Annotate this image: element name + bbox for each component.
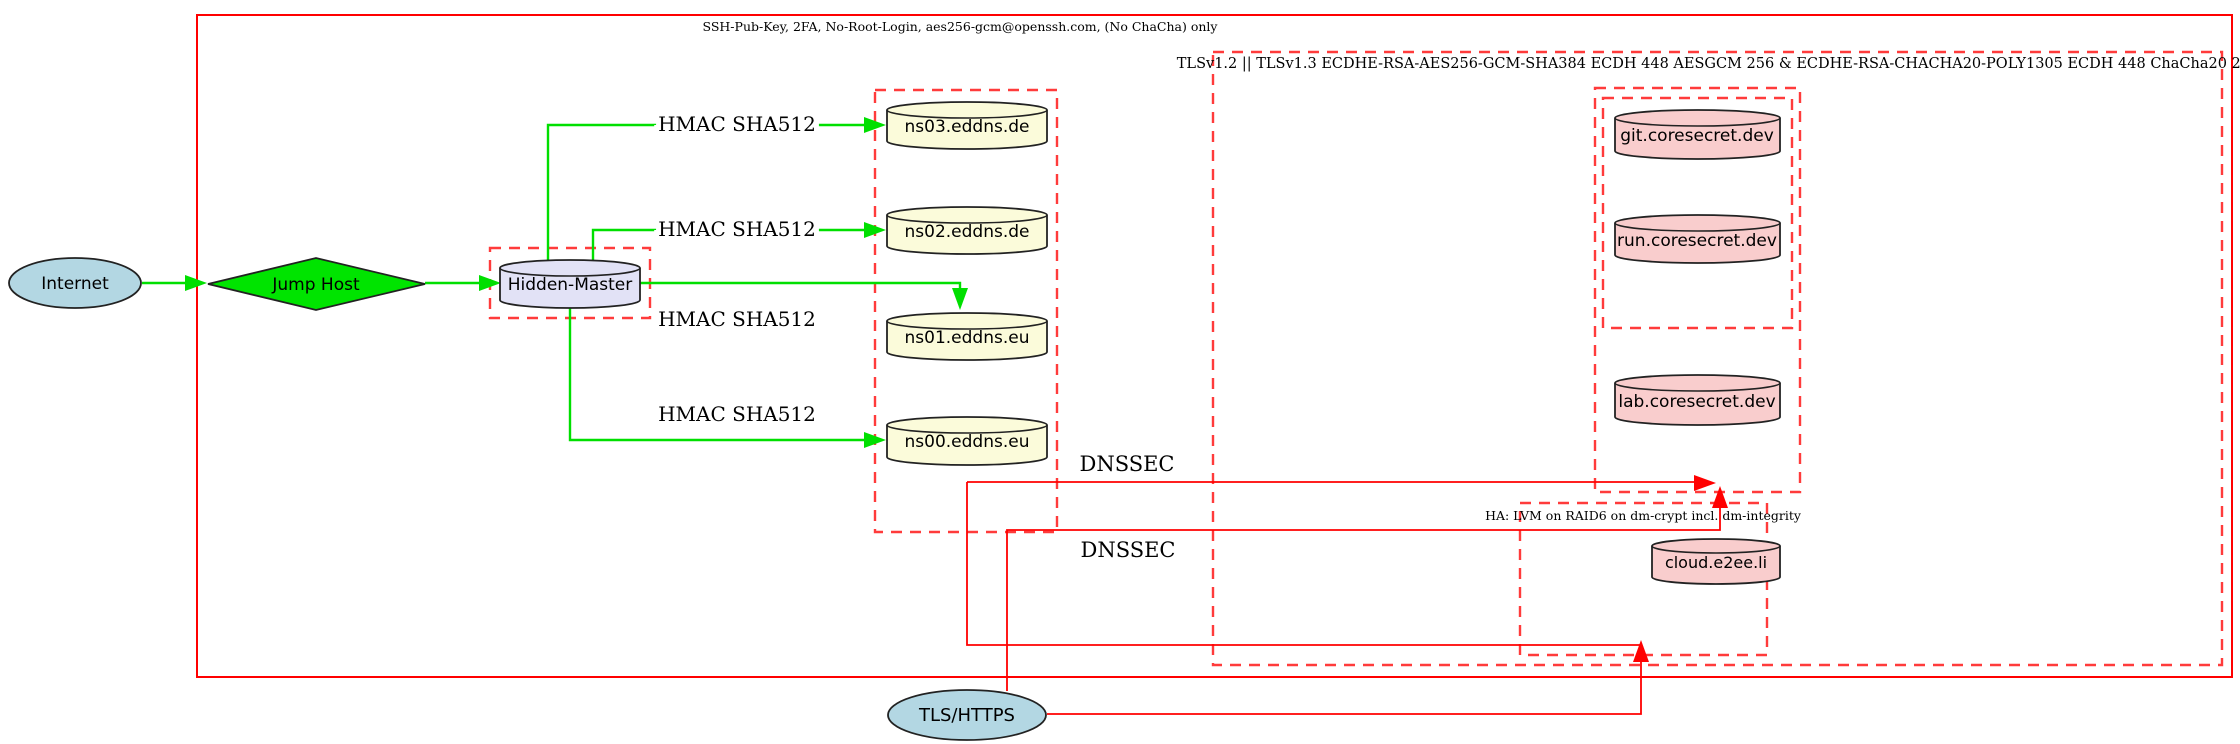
node-internet-label: Internet: [41, 274, 109, 294]
node-hidden-master-label: Hidden-Master: [508, 275, 633, 295]
node-tls-https: [887, 689, 1047, 741]
coresecret-cluster-box: [1593, 86, 1802, 494]
node-run-label: run.coresecret.dev: [1617, 231, 1777, 251]
edge-hidden-master-to-ns00: [568, 303, 886, 448]
edge-tls-https-to-lab-cluster: [1006, 486, 1728, 691]
arrowhead-right: [1694, 475, 1716, 491]
node-lab-label: lab.coresecret.dev: [1618, 392, 1775, 412]
node-run: [1614, 214, 1781, 264]
node-ns01: [886, 312, 1048, 361]
node-git-label: git.coresecret.dev: [1620, 126, 1774, 146]
tls-cluster-box: [1211, 50, 2224, 667]
node-jump-host-label: Jump Host: [271, 275, 360, 295]
arrowhead-up: [1712, 486, 1728, 508]
node-jump-host: [207, 257, 426, 311]
arrowhead-right: [479, 275, 501, 291]
dns-cluster-box: [873, 88, 1059, 534]
arrowhead-up: [1633, 640, 1649, 662]
edge-hidden-master-to-ns03: [546, 117, 886, 265]
tls-cluster-label: TLSv1.2 || TLSv1.3 ECDHE-RSA-AES256-GCM-…: [1177, 56, 2240, 72]
node-ns03: [886, 101, 1048, 150]
edge-jump-host-to-hidden-master: [425, 275, 501, 291]
edge-hidden-master-to-ns01: [640, 281, 968, 310]
node-ns03-label: ns03.eddns.de: [905, 117, 1030, 137]
edge-label-dnssec-lower: DNSSEC: [1080, 538, 1175, 562]
arrowhead-right: [864, 222, 886, 238]
edge-dns-cluster-to-lab-cluster: [967, 475, 1716, 491]
edge-label-hmac-ns03: HMAC SHA512: [658, 112, 816, 136]
node-ns00: [886, 416, 1048, 466]
outer-box-label: SSH-Pub-Key, 2FA, No-Root-Login, aes256-…: [703, 19, 1219, 34]
arrowhead-down: [952, 288, 968, 310]
node-tls-https-label: TLS/HTTPS: [918, 705, 1015, 726]
edge-tls-https-to-ha-cluster: [1047, 640, 1649, 715]
node-hidden-master: [499, 259, 641, 309]
node-cloud-label: cloud.e2ee.li: [1665, 553, 1767, 572]
git-run-cluster-box: [1601, 96, 1794, 330]
edge-hidden-master-to-ns02: [591, 222, 886, 265]
ssh-hardening-boundary-box: [196, 14, 2233, 678]
arrowhead-right: [185, 275, 207, 291]
arrowhead-right: [864, 432, 886, 448]
node-ns00-label: ns00.eddns.eu: [905, 432, 1030, 452]
edge-label-hmac-ns01: HMAC SHA512: [658, 307, 816, 331]
edge-internet-to-jump-host: [142, 275, 207, 291]
edge-dns-cluster-to-ha-cluster: [966, 482, 1641, 646]
node-lab: [1614, 374, 1781, 426]
edge-label-hmac-ns02: HMAC SHA512: [658, 217, 816, 241]
node-ns02: [886, 206, 1048, 255]
node-ns02-label: ns02.eddns.de: [905, 222, 1030, 242]
node-ns01-label: ns01.eddns.eu: [905, 328, 1030, 348]
edge-label-dnssec-upper: DNSSEC: [1079, 452, 1174, 476]
node-cloud: [1651, 538, 1781, 585]
node-internet: [8, 257, 142, 309]
ha-cluster-label: HA: LVM on RAID6 on dm-crypt incl. dm-in…: [1485, 508, 1802, 523]
edge-label-hmac-ns00: HMAC SHA512: [658, 402, 816, 426]
node-git: [1614, 109, 1781, 160]
arrowhead-right: [864, 117, 886, 133]
